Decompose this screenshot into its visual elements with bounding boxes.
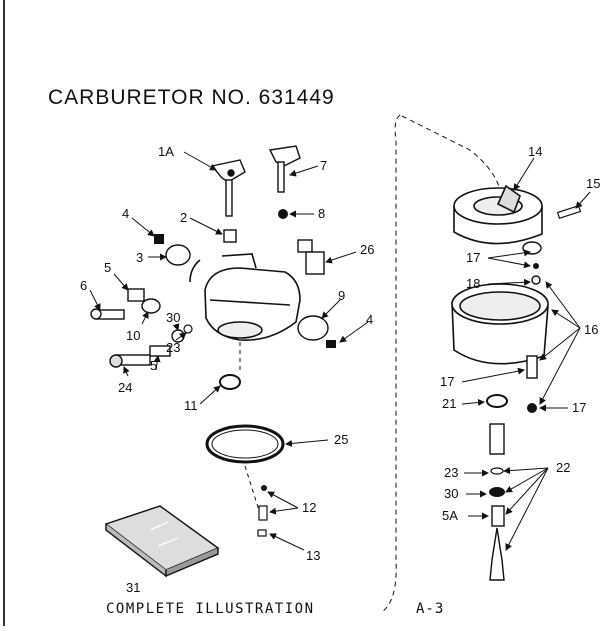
callout-26: 26 [360,242,374,257]
needle-valve-part [109,354,151,368]
nut-part [527,403,537,413]
jet-fitting-part [489,423,505,455]
spring-part [526,355,538,379]
spring-part [223,229,237,243]
callout-23: 23 [166,340,180,355]
callout-17c: 17 [572,400,586,415]
callout-6: 6 [80,278,87,293]
idle-screw-part [90,308,125,320]
callout-17: 17 [466,250,480,265]
seat-part [531,275,541,285]
gasket-part [165,244,191,266]
callout-18: 18 [466,276,480,291]
footer-complete-illustration: COMPLETE ILLUSTRATION [106,601,315,617]
float-bowl-part [451,283,549,365]
float-bowl-dashline [401,115,501,191]
needle-part [489,527,505,581]
manual-booklet-part [104,505,220,578]
callout-5b: 5 [150,358,157,373]
callout-17b: 17 [440,374,454,389]
choke-lever-part [268,145,301,193]
callout-labels: 1A 7 2 8 4 3 26 5 6 9 4 10 30 23 5 24 11… [80,144,600,595]
carburetor-body-part [189,253,301,341]
leader-lines-right [461,157,591,551]
callout-7: 7 [320,158,327,173]
float-top-part [453,184,543,245]
footer-page-ref: A-3 [416,601,445,617]
bowl-gasket-inner [211,429,279,459]
ball-part [533,263,539,269]
callout-30: 30 [166,310,180,325]
callout-5a: 5A [442,508,458,523]
washer-part [489,487,505,497]
clip-part [257,529,267,537]
seal-part [490,467,504,475]
callout-22: 22 [556,460,570,475]
screw-part [154,234,164,244]
callout-10: 10 [126,328,140,343]
callout-21: 21 [442,396,456,411]
bowl-gasket-part [205,424,285,464]
callout-16: 16 [584,322,598,337]
ball-part [261,485,267,491]
callout-4b: 4 [366,312,373,327]
callout-12: 12 [302,500,316,515]
callout-30b: 30 [444,486,458,501]
callout-1a: 1A [158,144,174,159]
spring-part [491,505,505,527]
pin-part [258,505,268,521]
o-ring-part [141,298,161,314]
callout-11: 11 [184,398,198,413]
washer-part [486,394,508,408]
nut-part [278,209,288,219]
screw-part [326,340,336,348]
callout-15: 15 [586,176,600,191]
callout-13: 13 [306,548,320,563]
callout-3: 3 [136,250,143,265]
seal-part [183,324,193,334]
callout-23b: 23 [444,465,458,480]
callout-2: 2 [180,210,187,225]
callout-8: 8 [318,206,325,221]
idle-spring-part [127,288,145,302]
group-boundary [381,114,401,613]
callout-9: 9 [338,288,345,303]
throttle-lever-part [210,159,246,217]
fuel-fitting-part [297,239,325,275]
diagram-title: CARBURETOR NO. 631449 [48,86,335,109]
bowl-seal-part [219,374,241,390]
plate-part [297,315,329,341]
callout-31: 31 [126,580,140,595]
callout-4: 4 [122,206,129,221]
axis-line [244,465,263,521]
callout-5: 5 [104,260,111,275]
callout-24: 24 [118,380,132,395]
callout-25: 25 [334,432,348,447]
leader-lines-left [89,151,369,551]
callout-14: 14 [528,144,542,159]
